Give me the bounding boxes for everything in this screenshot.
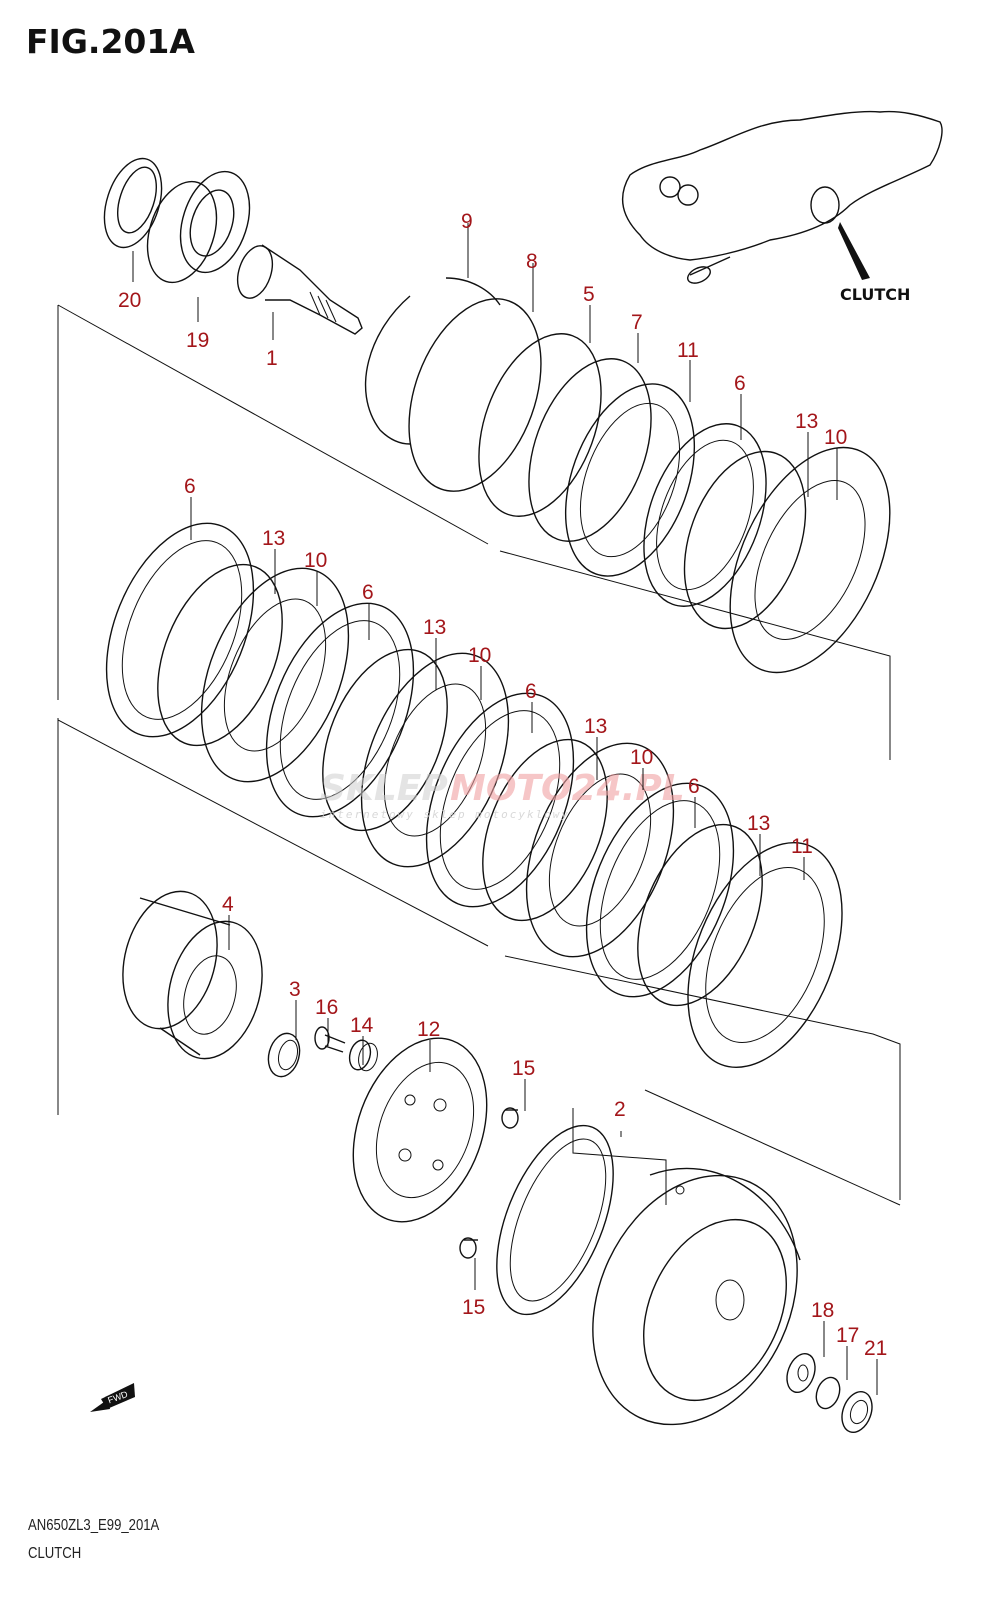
callout-6: 6 [688, 775, 700, 798]
callout-14: 14 [350, 1014, 374, 1037]
bolt-16 [314, 1026, 330, 1050]
callout-10: 10 [824, 426, 847, 449]
callout-10: 10 [630, 746, 653, 769]
part-clutch-housing-2 [496, 1124, 801, 1426]
washer-3 [267, 1032, 301, 1078]
callout-21: 21 [864, 1337, 887, 1360]
spring-14 [348, 1039, 372, 1071]
plate-stack-frame [57, 304, 901, 1206]
seal-17 [815, 1376, 841, 1410]
drive-plate-6 [643, 423, 767, 607]
leader-lines [132, 223, 878, 1395]
callout-19: 19 [186, 329, 209, 352]
callout-6: 6 [734, 372, 746, 395]
figure-title: FIG.201A [26, 22, 195, 61]
part-clutch-hub-4 [122, 890, 263, 1060]
callout-3: 3 [289, 978, 301, 1001]
driven-plate-10 [729, 446, 891, 674]
bearing-21 [841, 1390, 873, 1434]
callout-13: 13 [423, 616, 446, 639]
callout-18: 18 [811, 1299, 834, 1322]
callout-17: 17 [836, 1324, 859, 1347]
part-shaft-1 [236, 244, 363, 335]
watermark-brand-gray: SKLEP [320, 768, 448, 809]
watermark-brand-red: MOTO24.PL [450, 768, 685, 809]
callout-10: 10 [304, 549, 327, 572]
callout-6: 6 [362, 581, 374, 604]
washer-18 [786, 1352, 816, 1394]
callout-13: 13 [747, 812, 770, 835]
callout-13: 13 [584, 715, 607, 738]
fwd-indicator: FWD [90, 1383, 135, 1412]
bracket-2 [572, 1108, 667, 1205]
callout-15: 15 [512, 1057, 535, 1080]
callout-6: 6 [525, 680, 537, 703]
frame-line [57, 304, 489, 545]
callout-5: 5 [583, 283, 595, 306]
callout-13: 13 [262, 527, 285, 550]
part-pressure-plate-12 [352, 1037, 488, 1223]
callout-20: 20 [118, 289, 141, 312]
callout-12: 12 [417, 1018, 440, 1041]
clutch-pointer-icon [838, 222, 870, 280]
callout-15: 15 [462, 1296, 485, 1319]
callout-9: 9 [461, 210, 473, 233]
watermark-tagline: internetowy sklep motocyklowy [320, 808, 570, 821]
callout-2: 2 [614, 1098, 626, 1121]
rollers-15 [459, 1107, 519, 1259]
callout-8: 8 [526, 250, 538, 273]
callout-6: 6 [184, 475, 196, 498]
callout-labels: 20 19 1 9 8 5 7 11 6 13 10 6 13 10 6 13 … [118, 210, 887, 1360]
frame-line [499, 550, 891, 760]
callout-13: 13 [795, 410, 818, 433]
model-code: AN650ZL3_E99_201A [28, 1517, 160, 1534]
callout-4: 4 [222, 893, 234, 916]
drive-plate-7 [528, 358, 652, 542]
callout-11: 11 [677, 339, 699, 362]
wire-ring-9 [445, 277, 501, 306]
watermark: SKLEP MOTO24.PL internetowy sklep motocy… [320, 768, 685, 821]
part-oil-seal-20 [103, 157, 163, 249]
spring-plate-5 [478, 333, 602, 517]
callout-16: 16 [315, 996, 338, 1019]
callout-11: 11 [791, 835, 813, 858]
part-bearing-19 [146, 170, 251, 284]
inset-engine-drawing [621, 110, 943, 284]
middle-plate-stack [105, 522, 843, 1069]
callout-1: 1 [266, 347, 278, 370]
callout-10: 10 [468, 644, 491, 667]
seat-plate-8 [408, 298, 542, 492]
callout-7: 7 [631, 311, 643, 334]
drive-plate-11 [564, 383, 696, 577]
frame-line [57, 718, 489, 947]
driven-plate-13 [683, 450, 807, 630]
inset-clutch-label: CLUTCH [840, 285, 910, 304]
wire-ring-8-lower [364, 295, 411, 445]
small-end-parts [786, 1352, 873, 1434]
upper-plate-stack [364, 277, 891, 674]
section-name: CLUTCH [28, 1545, 82, 1562]
frame-line [644, 1089, 901, 1206]
frame-line [504, 955, 901, 1200]
